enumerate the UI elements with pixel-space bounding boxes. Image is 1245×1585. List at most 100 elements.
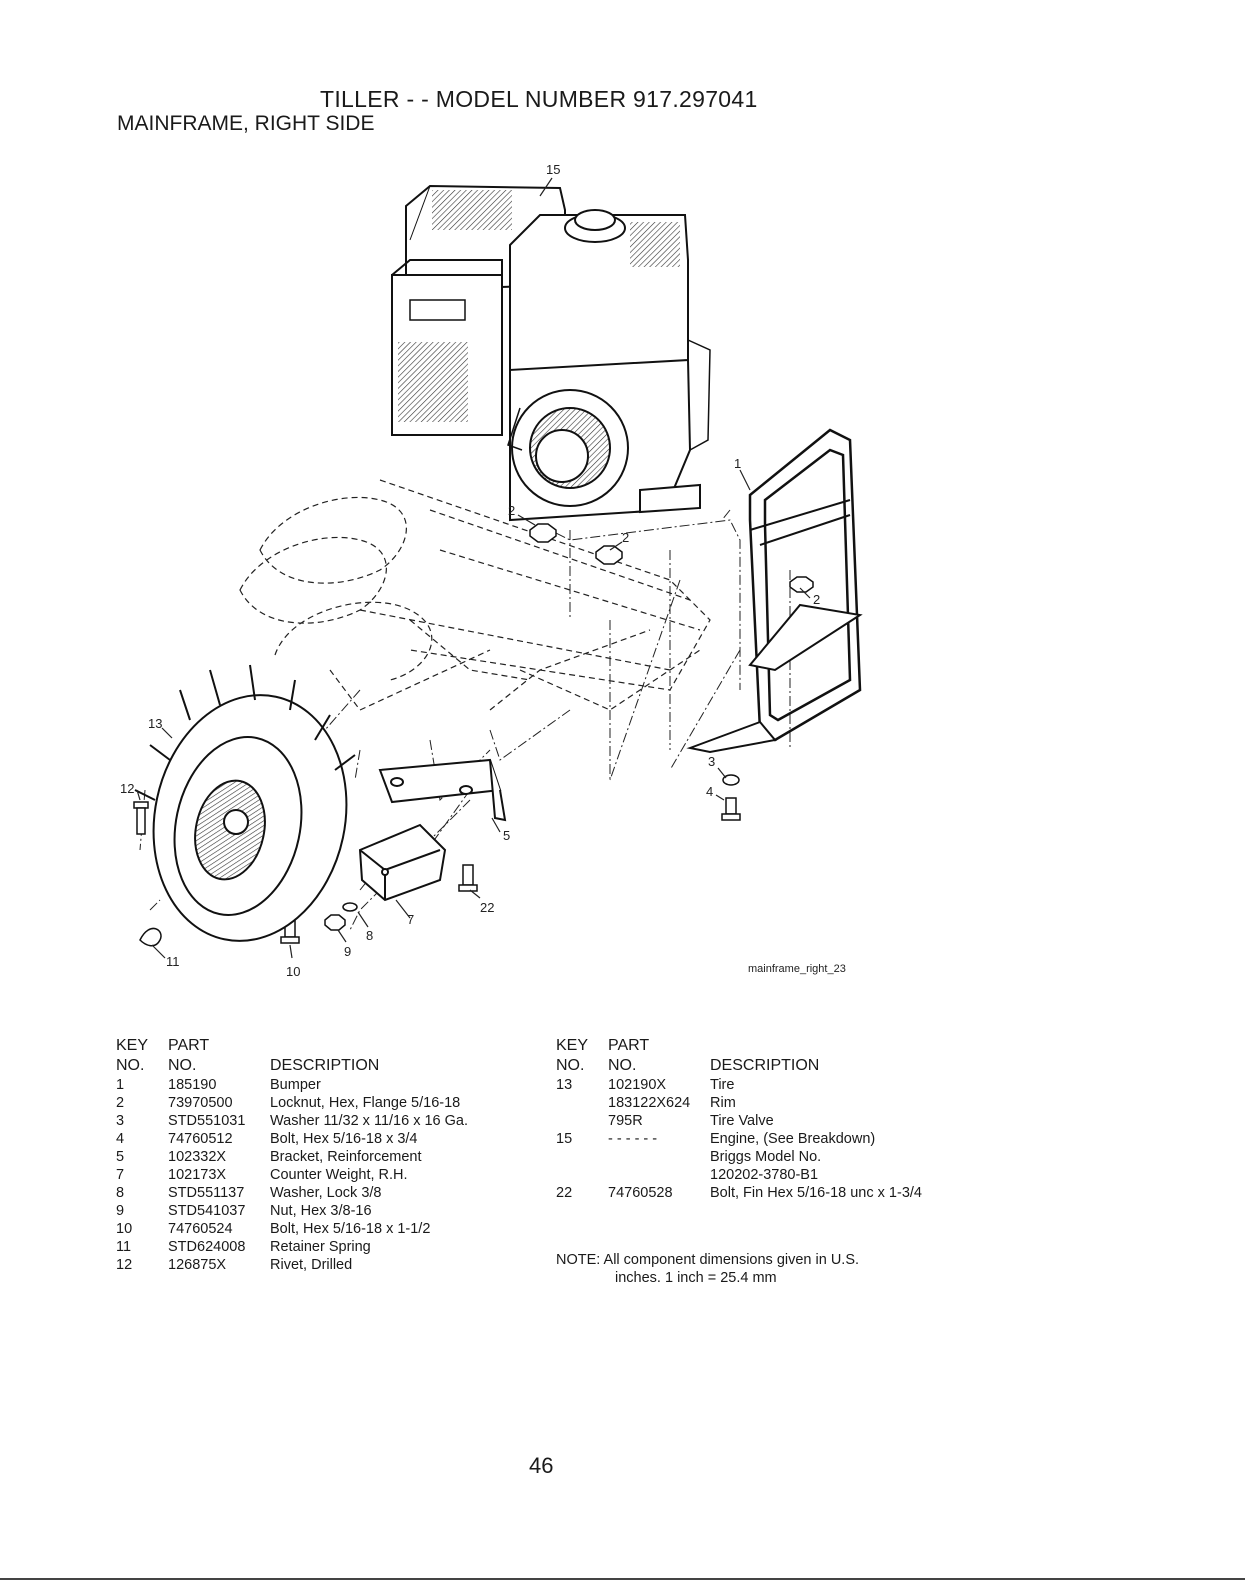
description: 120202-3780-B1 [710,1167,819,1183]
washer-bolt-parts [721,774,741,821]
part-no: 74760512 [168,1131,233,1147]
page-title: TILLER - - MODEL NUMBER 917.297041 [320,86,758,112]
wheel-illustration [134,664,356,942]
bottom-rule [0,1578,1245,1580]
key-no: 13 [556,1077,573,1093]
header-part: PART [608,1037,650,1054]
table-row: 9 STD541037 Nut, Hex 3/8-16 [116,1202,468,1220]
table-row: 183122X624 Rim [556,1094,922,1112]
description: Counter Weight, R.H. [270,1167,408,1183]
callout-12: 12 [120,781,134,796]
callout-numbers: 15 1 2 2 2 3 4 5 7 8 9 10 11 12 13 22 ma… [120,162,846,979]
description: Bolt, Hex 5/16-18 x 1-1/2 [270,1221,431,1237]
part-no: 183122X624 [608,1095,691,1111]
table-row: 10 74760524 Bolt, Hex 5/16-18 x 1-1/2 [116,1220,468,1238]
header-key-no: NO. [556,1057,585,1074]
part-no: STD551031 [168,1113,246,1129]
table-row: 120202-3780-B1 [556,1166,922,1184]
part-no: - - - - - - [608,1131,658,1147]
key-no: 1 [116,1077,125,1093]
key-no: 12 [116,1257,133,1273]
callout-22: 22 [480,900,494,915]
description: Bracket, Reinforcement [270,1149,422,1165]
key-no [556,1166,608,1184]
part-no: 126875X [168,1257,227,1273]
small-fasteners [133,801,478,947]
table-row: 15- - - - - -Engine, (See Breakdown) [556,1130,922,1148]
part-no: 74760524 [168,1221,233,1237]
part-no: 185190 [168,1077,217,1093]
description: Nut, Hex 3/8-16 [270,1203,372,1219]
description: Rim [710,1095,736,1111]
header-key: KEY [556,1037,589,1054]
note-line-2: inches. 1 inch = 25.4 mm [615,1270,777,1286]
description: Bolt, Fin Hex 5/16-18 unc x 1-3/4 [710,1185,922,1201]
key-no: 2 [116,1095,125,1111]
part-no: 74760528 [608,1185,673,1201]
table-row: 795R Tire Valve [556,1112,922,1130]
header-part: PART [168,1037,210,1054]
table-row: 2 73970500 Locknut, Hex, Flange 5/16-18 [116,1094,468,1112]
key-no: 9 [116,1203,125,1219]
part-no [608,1148,710,1166]
callout-4: 4 [706,784,713,799]
tine-assembly-dashed [239,479,711,711]
callout-2b: 2 [622,530,629,545]
description: Tire Valve [710,1113,774,1129]
key-no: 22 [556,1185,573,1201]
counter-weight [358,823,447,902]
header-description: DESCRIPTION [710,1057,820,1074]
description: Briggs Model No. [710,1149,822,1165]
engine-illustration [391,184,711,522]
header-key-no: NO. [116,1057,145,1074]
key-no: 15 [556,1131,573,1147]
part-no: STD624008 [168,1239,246,1255]
description: Washer, Lock 3/8 [270,1185,382,1201]
header-part-no: NO. [608,1057,637,1074]
part-no: STD551137 [168,1185,245,1201]
note-line-1: NOTE: All component dimensions given in … [556,1252,860,1268]
page-subtitle: MAINFRAME, RIGHT SIDE [117,112,375,135]
table-row: 3 STD551031 Washer 11/32 x 11/16 x 16 Ga. [116,1112,468,1130]
part-no: 102173X [168,1167,227,1183]
key-no: 7 [116,1167,125,1183]
bumper-illustration [686,428,863,754]
key-no [556,1148,608,1166]
header-key: KEY [116,1037,149,1054]
table-row: 13 102190X Tire [556,1076,922,1094]
description: Tire [710,1077,735,1093]
callout-5: 5 [503,828,510,843]
description: Rivet, Drilled [270,1257,353,1273]
description: Washer 11/32 x 11/16 x 16 Ga. [270,1113,469,1129]
figure-id: mainframe_right_23 [748,963,846,975]
part-no: STD541037 [168,1203,246,1219]
part-no [608,1166,710,1184]
description: Bumper [270,1077,321,1093]
key-no: 4 [116,1131,125,1147]
callout-10: 10 [286,964,300,979]
part-no: 795R [608,1113,643,1129]
part-no: 102190X [608,1077,667,1093]
key-no: 3 [116,1113,125,1129]
key-no: 8 [116,1185,125,1201]
leader-lines [139,509,791,931]
table-row: 4 74760512 Bolt, Hex 5/16-18 x 3/4 [116,1130,468,1148]
key-no [556,1112,608,1130]
header-part-no: NO. [168,1057,197,1074]
description: Locknut, Hex, Flange 5/16-18 [270,1095,461,1111]
callout-1: 1 [734,456,741,471]
callout-8: 8 [366,928,373,943]
bracket-reinforcement [378,758,507,822]
callout-11: 11 [166,954,180,969]
callout-leaders [136,177,811,959]
part-no: 73970500 [168,1095,233,1111]
exploded-parts-diagram: 15 1 2 2 2 3 4 5 7 8 9 10 11 12 13 22 ma… [120,162,863,979]
key-no: 10 [116,1221,133,1237]
locknut-parts [529,523,814,593]
table-row: 8 STD551137 Washer, Lock 3/8 [116,1184,468,1202]
dimension-note: NOTE: All component dimensions given in … [556,1251,859,1287]
callout-3: 3 [708,754,715,769]
key-no [556,1094,608,1112]
description: Bolt, Hex 5/16-18 x 3/4 [270,1131,418,1147]
